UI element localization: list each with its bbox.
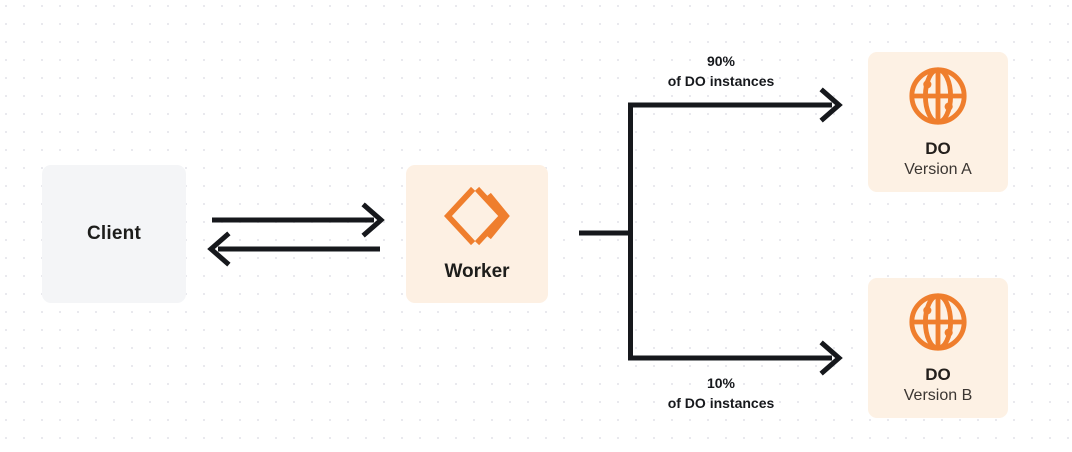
arrow-client-to-worker — [212, 202, 385, 238]
arrow-branch-to-do-a — [628, 87, 843, 123]
edge-label-branch-bottom-percent: 10% — [706, 375, 736, 391]
node-do-version-b[interactable]: DO Version B — [868, 278, 1008, 418]
cloudflare-workers-icon — [444, 185, 510, 247]
edge-label-branch-bottom: 10% of DO instances — [633, 374, 809, 414]
edge-label-branch-top-caption: of DO instances — [667, 72, 775, 89]
globe-icon — [907, 65, 969, 127]
node-do-b-subtitle: Version B — [903, 387, 973, 405]
branch-trunk — [579, 105, 633, 358]
node-client[interactable]: Client — [42, 165, 186, 303]
globe-icon — [907, 291, 969, 353]
node-worker-label: Worker — [444, 261, 510, 282]
edge-label-branch-bottom-caption: of DO instances — [667, 394, 775, 411]
edge-label-branch-top-percent: 90% — [706, 53, 736, 69]
arrow-branch-to-do-b — [628, 340, 843, 376]
arrow-worker-to-client — [207, 231, 380, 267]
node-client-label: Client — [87, 223, 141, 244]
node-do-b-title: DO — [925, 364, 951, 384]
node-do-a-subtitle: Version A — [904, 161, 972, 179]
node-do-a-title: DO — [925, 138, 951, 158]
edge-label-branch-top: 90% of DO instances — [633, 52, 809, 92]
node-do-version-a[interactable]: DO Version A — [868, 52, 1008, 192]
node-worker[interactable]: Worker — [406, 165, 548, 303]
